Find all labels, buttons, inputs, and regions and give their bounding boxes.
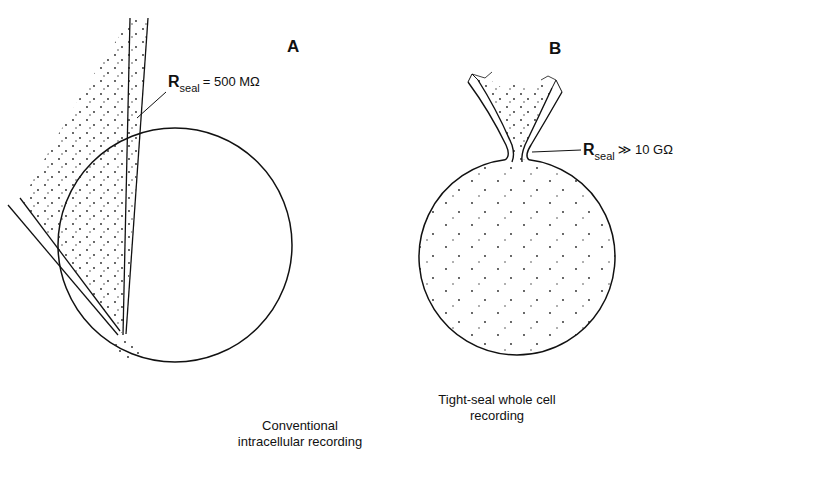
pipette-solution xyxy=(478,80,552,162)
resistance-value: ≫ 10 GΩ xyxy=(618,142,673,158)
resistance-symbol: R xyxy=(168,72,180,92)
tip-dots xyxy=(115,341,139,358)
pipette-glass xyxy=(468,72,562,162)
resistance-subscript: seal xyxy=(595,150,615,164)
resistance-value: = 500 MΩ xyxy=(203,74,260,90)
panel-letter: B xyxy=(549,38,561,59)
panel-caption: Tight-seal whole cell recording xyxy=(412,392,582,425)
leader-line xyxy=(137,92,166,118)
pipette-glass xyxy=(8,18,148,335)
panel-caption: Conventional intracellular recording xyxy=(230,418,370,451)
panel-letter: A xyxy=(287,36,299,57)
cell-outline xyxy=(419,160,615,355)
resistance-symbol: R xyxy=(583,140,595,160)
leader-line xyxy=(532,150,581,152)
cell-cytoplasm xyxy=(419,160,615,355)
resistance-subscript: seal xyxy=(180,82,200,96)
